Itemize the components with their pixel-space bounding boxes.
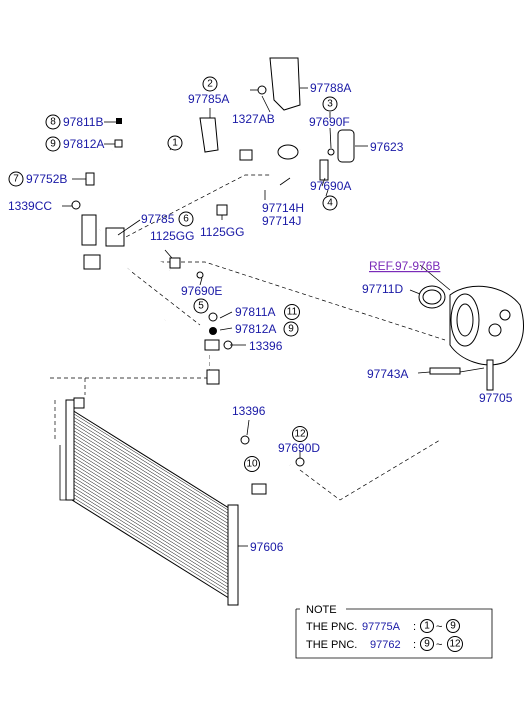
label-97711d: 97711D — [362, 282, 403, 296]
label-97811b: 97811B — [63, 115, 103, 129]
svg-text:9: 9 — [50, 139, 56, 150]
label-97714h: 97714H — [262, 201, 304, 215]
compressor — [418, 264, 524, 391]
label-1339cc: 1339CC — [8, 199, 52, 213]
callout-4: 4 — [322, 195, 338, 211]
svg-text:9: 9 — [424, 639, 430, 650]
svg-text:1: 1 — [172, 138, 178, 149]
callout-3: 3 — [322, 96, 338, 112]
callout-7: 7 — [8, 171, 24, 187]
svg-text:1: 1 — [424, 621, 430, 632]
svg-text:11: 11 — [287, 307, 298, 318]
svg-text:12: 12 — [449, 639, 461, 650]
label-97690a: 97690A — [310, 179, 351, 193]
note-row2-from: 9 — [420, 637, 434, 651]
svg-text:10: 10 — [246, 459, 258, 470]
note-row1-part: 97775A — [362, 621, 401, 633]
svg-text:6: 6 — [183, 214, 189, 225]
label-97785: 97785 — [141, 212, 175, 226]
liquid-pipe-assembly — [196, 271, 305, 495]
label-1125gg-a: 1125GG — [150, 229, 194, 243]
label-1125gg-b: 1125GG — [200, 225, 244, 239]
note-row2-tilde: ~ — [436, 639, 442, 651]
label-97705: 97705 — [479, 391, 513, 405]
svg-text:7: 7 — [13, 174, 19, 185]
condenser — [59, 397, 239, 606]
svg-text:12: 12 — [294, 429, 306, 440]
callout-8: 8 — [45, 114, 61, 130]
label-ref-97-976b: REF.97-976B — [369, 259, 440, 273]
note-box: NOTE THE PNC. 97775A : 1 ~ 9 THE PNC. 97… — [295, 604, 493, 659]
label-97752b: 97752B — [26, 172, 67, 186]
note-row1-prefix: THE PNC. — [306, 621, 357, 633]
svg-text:3: 3 — [327, 99, 333, 110]
callout-1: 1 — [167, 135, 183, 151]
svg-text:4: 4 — [327, 198, 333, 209]
discharge-hose-assembly — [81, 142, 301, 331]
top-brackets — [71, 57, 355, 269]
label-97812a-top: 97812A — [63, 137, 104, 151]
svg-text:9: 9 — [288, 324, 294, 335]
label-97785a: 97785A — [188, 92, 229, 106]
label-97714j: 97714J — [262, 214, 301, 228]
label-1327ab: 1327AB — [232, 112, 275, 126]
callout-9-top: 9 — [45, 136, 61, 152]
note-row1-to: 9 — [446, 619, 460, 633]
note-row1-tilde: ~ — [436, 621, 442, 633]
callout-9-mid: 9 — [283, 321, 299, 337]
callout-2: 2 — [202, 76, 218, 92]
note-row1-colon: : — [413, 621, 416, 633]
label-97812a-mid: 97812A — [235, 322, 276, 336]
leader-lines — [62, 87, 431, 547]
svg-text:5: 5 — [198, 301, 204, 312]
label-97788a: 97788A — [310, 81, 351, 95]
note-row2-to: 12 — [447, 636, 463, 652]
label-97606: 97606 — [250, 540, 284, 554]
label-97623: 97623 — [370, 140, 404, 154]
callout-5: 5 — [193, 298, 209, 314]
note-title: NOTE — [306, 604, 337, 616]
label-97743a: 97743A — [367, 367, 408, 381]
callout-12: 12 — [292, 426, 308, 442]
note-row2-prefix: THE PNC. — [306, 639, 357, 651]
label-13396-a: 13396 — [249, 339, 283, 353]
svg-text:9: 9 — [450, 621, 456, 632]
callout-10: 10 — [244, 456, 260, 472]
label-97811a: 97811A — [235, 305, 275, 319]
label-97690f: 97690F — [309, 115, 350, 129]
note-row1-from: 1 — [420, 619, 434, 633]
label-13396-b: 13396 — [232, 404, 266, 418]
callout-6: 6 — [178, 211, 194, 227]
note-row2-colon: : — [413, 639, 416, 651]
svg-text:8: 8 — [50, 117, 56, 128]
callout-11: 11 — [284, 304, 300, 320]
label-97690d: 97690D — [278, 441, 320, 455]
note-row2-part: 97762 — [370, 639, 401, 651]
svg-text:2: 2 — [207, 79, 213, 90]
label-97690e: 97690E — [181, 284, 222, 298]
